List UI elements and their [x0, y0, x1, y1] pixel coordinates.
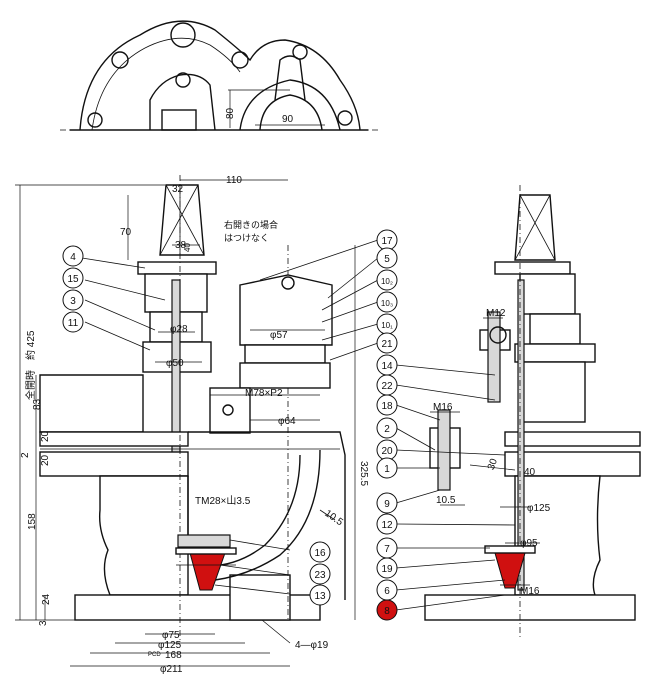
right-side-view — [259, 185, 641, 640]
callout-12: 12 — [381, 520, 393, 531]
dim-bolt: 4—φ19 — [295, 640, 329, 651]
dim-38: 38 — [175, 240, 187, 251]
callout-6: 6 — [384, 586, 390, 597]
dim-40: 40 — [524, 467, 536, 478]
dim-20b: 20 — [40, 454, 51, 466]
dim-57: φ57 — [270, 330, 288, 341]
callout-22: 22 — [381, 381, 393, 392]
top-view — [60, 20, 380, 131]
dim-m16b: M16 — [520, 586, 540, 597]
dim-325: 325.5 — [358, 461, 369, 486]
dim-75: φ75 — [162, 630, 180, 641]
dim-top-width: 90 — [282, 114, 294, 125]
callout-7: 7 — [384, 544, 390, 555]
dim-top-height: 80 — [225, 107, 236, 119]
note-line-1: 右開きの場合 — [224, 219, 278, 230]
dim-125: φ125 — [158, 640, 182, 651]
callouts-mid — [309, 541, 331, 606]
callout-9: 9 — [384, 499, 390, 510]
callout-18: 18 — [381, 401, 393, 412]
dim-211: φ211 — [160, 664, 183, 675]
dim-28: φ28 — [170, 324, 188, 335]
dim-64: φ64 — [278, 416, 296, 427]
dim-20a: 20 — [40, 430, 51, 442]
dim-m12: M12 — [486, 308, 506, 319]
callouts-right-top — [376, 229, 398, 354]
callout-2: 2 — [384, 424, 390, 435]
dim-m78: M78×P2 — [245, 388, 283, 399]
callout-8: 8 — [384, 606, 390, 617]
dim-10-5: 10.5 — [322, 508, 345, 528]
left-section-view — [15, 175, 356, 667]
dim-110: 110 — [226, 175, 242, 186]
callout-11: 11 — [68, 318, 79, 329]
dim-30: 30 — [486, 457, 500, 472]
dim-425: 全開時 約 425 — [24, 330, 37, 400]
dim-24: 24 — [41, 593, 52, 605]
dim-83: 83 — [32, 398, 43, 410]
callout-20: 20 — [381, 446, 393, 457]
callout-10-2: 10₂ — [381, 277, 393, 286]
dim-tm28: TM28×山3.5 — [195, 495, 251, 507]
dim-158: 158 — [27, 513, 38, 530]
dim-32: 32 — [172, 184, 184, 195]
dim-50: φ50 — [166, 358, 184, 369]
dim-125b: φ125 — [527, 503, 551, 514]
note-line-2: はつけなく — [224, 233, 269, 243]
callout-14: 14 — [381, 361, 393, 372]
dim-pcd: PCD — [148, 652, 161, 658]
dim-168: 168 — [165, 650, 182, 661]
callout-10-1: 10₁ — [381, 321, 393, 330]
callout-21: 21 — [381, 339, 393, 350]
callout-10-3: 10₃ — [381, 299, 393, 308]
dim-10-5b: 10.5 — [436, 495, 456, 506]
callouts-left — [62, 245, 84, 333]
callout-16: 16 — [314, 548, 326, 559]
dim-3: 3 — [38, 620, 49, 626]
callout-4: 4 — [70, 252, 76, 263]
callout-15: 15 — [67, 274, 79, 285]
dim-70: 70 — [120, 227, 132, 238]
dim-2: 2 — [20, 452, 31, 458]
dim-95: φ95 — [520, 538, 538, 549]
callout-23: 23 — [314, 570, 326, 581]
dim-m16a: M16 — [433, 402, 453, 413]
callout-17: 17 — [381, 236, 393, 247]
dim-40-top: 40 — [183, 243, 192, 252]
callout-13: 13 — [314, 591, 326, 602]
callout-5: 5 — [384, 254, 390, 265]
callout-19: 19 — [381, 564, 393, 575]
callout-3: 3 — [70, 296, 76, 307]
callout-1: 1 — [384, 464, 390, 475]
callouts-right — [376, 354, 398, 621]
